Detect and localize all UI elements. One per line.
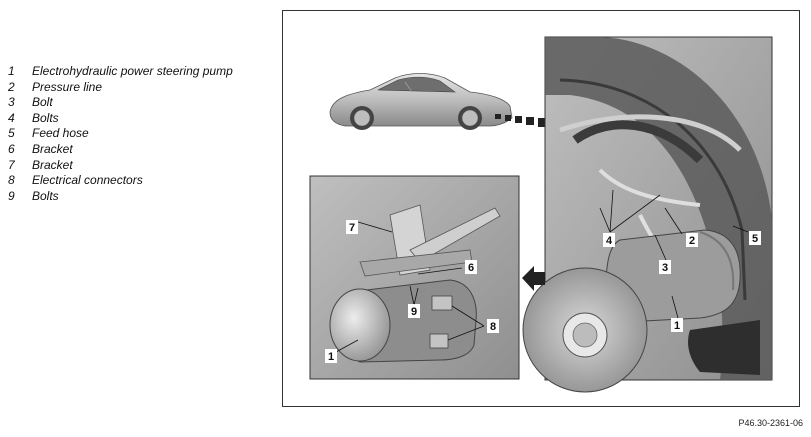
reference-code: P46.30-2361-06: [738, 418, 803, 428]
callout-4: 4: [606, 235, 613, 247]
callout-9: 9: [411, 306, 417, 318]
callout-7: 7: [349, 222, 355, 234]
callout-2: 2: [689, 235, 695, 247]
callout-8: 8: [490, 321, 496, 333]
wheel-arch-detail: [523, 37, 772, 392]
callout-1: 1: [674, 320, 680, 332]
callout-3: 3: [662, 262, 668, 274]
callout-1: 1: [328, 351, 334, 363]
callout-5: 5: [752, 233, 758, 245]
car-illustration: [330, 74, 512, 131]
callout-6: 6: [468, 262, 474, 274]
pump-inset-detail: [310, 176, 519, 379]
